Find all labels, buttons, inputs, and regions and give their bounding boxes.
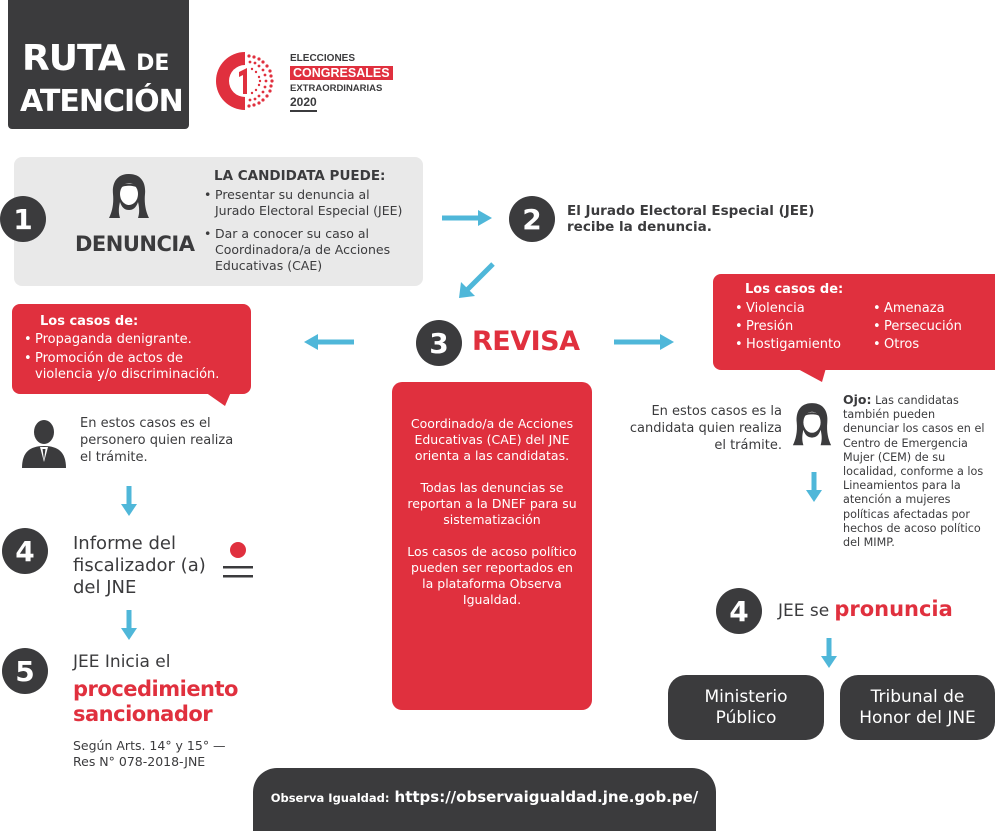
left-case-item: Propaganda denigrante. bbox=[24, 332, 239, 348]
center-info-box: Coordinado/a de Acciones Educativas (CAE… bbox=[392, 382, 592, 710]
step4-left-number: 4 bbox=[2, 528, 48, 574]
center-text-1: Coordinado/a de Acciones Educativas (CAE… bbox=[410, 416, 574, 463]
woman-icon bbox=[792, 403, 832, 446]
step4-right-number: 4 bbox=[716, 588, 762, 634]
speech-tail bbox=[205, 392, 231, 406]
arrow-down-icon bbox=[806, 472, 822, 502]
right-cases-box: Los casos de: Violencia Presión Hostigam… bbox=[713, 274, 995, 370]
footer-bar: Observa Igualdad: https://observaigualda… bbox=[253, 768, 716, 831]
left-case-item: Promoción de actos de violencia y/o disc… bbox=[24, 351, 239, 383]
step1-list: Presentar su denuncia al Jurado Electora… bbox=[204, 187, 412, 274]
right-case-item: Amenaza bbox=[873, 300, 962, 318]
step2-number: 2 bbox=[509, 196, 555, 242]
center-text-3: Los casos de acoso político pueden ser r… bbox=[407, 544, 577, 607]
right-case-item: Presión bbox=[735, 318, 873, 336]
step5-note: Según Arts. 14° y 15° — Res N° 078-2018-… bbox=[73, 738, 226, 769]
option-ministerio-publico: Ministerio Público bbox=[668, 675, 824, 740]
arrow-right-icon bbox=[442, 210, 492, 226]
title-line2: ATENCIÓN bbox=[20, 84, 184, 119]
speech-tail bbox=[796, 368, 826, 382]
step3-number: 3 bbox=[416, 320, 462, 366]
step5-number: 5 bbox=[2, 648, 48, 694]
step1-item: Dar a conocer su caso al Coordinadora/a … bbox=[204, 226, 412, 274]
left-note: En estos casos es el personero quien rea… bbox=[80, 416, 234, 465]
right-case-item: Violencia bbox=[735, 300, 873, 318]
center-text-2: Todas las denuncias se reportan a la DNE… bbox=[407, 480, 577, 527]
arrow-down-icon bbox=[821, 638, 837, 668]
revisa-label: REVISA bbox=[472, 326, 580, 357]
step1-number: 1 bbox=[0, 196, 46, 242]
arrow-diagonal-icon bbox=[459, 262, 495, 298]
footer-url[interactable]: https://observaigualdad.jne.gob.pe/ bbox=[394, 788, 699, 806]
elections-logo bbox=[216, 50, 276, 112]
left-cases-box: Los casos de: Propaganda denigrante. Pro… bbox=[12, 304, 251, 394]
arrow-down-icon bbox=[121, 610, 137, 640]
option-tribunal-honor: Tribunal de Honor del JNE bbox=[840, 675, 995, 740]
left-cases-heading: Los casos de: bbox=[40, 314, 139, 329]
step1-heading: LA CANDIDATA PUEDE: bbox=[214, 168, 386, 184]
right-case-item: Otros bbox=[873, 336, 962, 354]
right-case-item: Persecución bbox=[873, 318, 962, 336]
right-cases-col1: Violencia Presión Hostigamiento bbox=[735, 300, 873, 354]
footer-label: Observa Igualdad: bbox=[270, 791, 390, 805]
logo-line4: 2020 bbox=[290, 95, 317, 112]
logo-line3: EXTRAORDINARIAS bbox=[290, 83, 383, 94]
arrow-right-icon bbox=[614, 334, 674, 350]
step1-item: Presentar su denuncia al Jurado Electora… bbox=[204, 187, 412, 219]
inspector-icon bbox=[223, 542, 253, 578]
man-icon bbox=[22, 420, 66, 468]
step4-right-text: JEE se pronuncia bbox=[778, 597, 953, 621]
right-cases-col2: Amenaza Persecución Otros bbox=[873, 300, 962, 354]
arrow-left-icon bbox=[304, 334, 354, 350]
step4-left-text: Informe del fiscalizador (a) del JNE bbox=[73, 533, 206, 598]
right-case-item: Hostigamiento bbox=[735, 336, 873, 354]
step2-text: El Jurado Electoral Especial (JEE) recib… bbox=[567, 203, 815, 235]
header-title-block: RUTA DE ATENCIÓN bbox=[8, 0, 189, 129]
woman-icon bbox=[109, 174, 149, 218]
step5-line1: JEE Inicia el bbox=[73, 652, 171, 672]
logo-line2: CONGRESALES bbox=[290, 66, 393, 80]
left-cases-list: Propaganda denigrante. Promoción de acto… bbox=[24, 332, 239, 383]
arrow-down-icon bbox=[121, 486, 137, 516]
right-cases-heading: Los casos de: bbox=[745, 282, 844, 297]
logo-line1: ELECCIONES bbox=[290, 53, 356, 64]
title-line1: RUTA DE bbox=[22, 38, 170, 79]
right-note: En estos casos es la candidata quien rea… bbox=[629, 404, 782, 453]
ojo-note: Ojo: Las candidatas también pueden denun… bbox=[843, 392, 985, 550]
step5-highlight: procedimiento sancionador bbox=[73, 677, 238, 726]
denuncia-label: DENUNCIA bbox=[75, 232, 195, 256]
